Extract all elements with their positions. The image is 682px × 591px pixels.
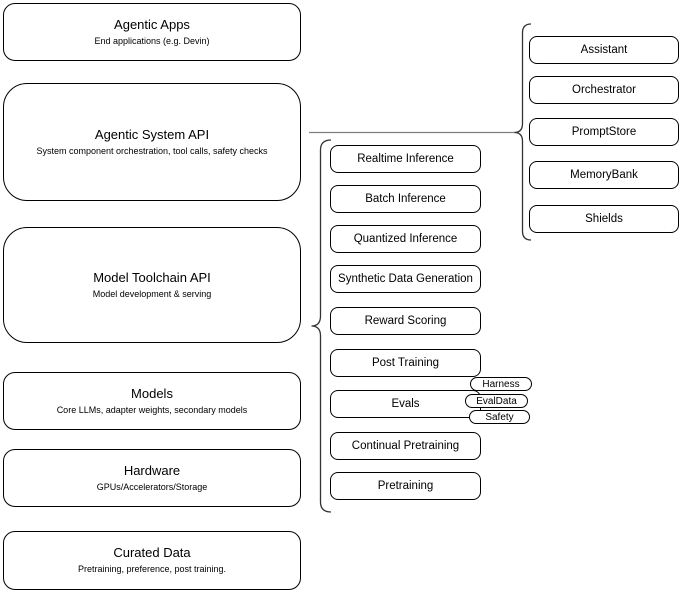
- box-agentic-apps-title: Agentic Apps: [114, 16, 190, 32]
- toolchain-item-realtime-inference: Realtime Inference: [330, 145, 481, 173]
- toolchain-item-label: Batch Inference: [365, 193, 446, 205]
- box-agentic-apps-subtitle: End applications (e.g. Devin): [94, 35, 210, 46]
- toolchain-item-quantized-inference: Quantized Inference: [330, 225, 481, 253]
- eval-tag-safety: Safety: [469, 410, 530, 424]
- box-model-toolchain-api-title: Model Toolchain API: [93, 269, 211, 285]
- component-promptstore: PromptStore: [529, 118, 679, 146]
- component-label: PromptStore: [571, 126, 637, 138]
- eval-tag-evaldata: EvalData: [465, 394, 528, 408]
- component-label: Assistant: [580, 44, 628, 56]
- box-model-toolchain-api-subtitle: Model development & serving: [92, 288, 212, 299]
- box-models-title: Models: [131, 385, 173, 401]
- component-orchestrator: Orchestrator: [529, 76, 679, 104]
- toolchain-item-label: Quantized Inference: [353, 233, 458, 245]
- toolchain-item-label: Synthetic Data Generation: [338, 273, 473, 285]
- toolchain-item-continual-pretraining: Continual Pretraining: [330, 432, 481, 460]
- box-models-subtitle: Core LLMs, adapter weights, secondary mo…: [56, 404, 248, 415]
- toolchain-item-label: Continual Pretraining: [351, 440, 460, 452]
- toolchain-item-synthetic-data-generation: Synthetic Data Generation: [330, 265, 481, 293]
- toolchain-item-label: Evals: [391, 398, 420, 410]
- box-model-toolchain-api: Model Toolchain API Model development & …: [3, 227, 301, 343]
- eval-tag-harness: Harness: [470, 377, 532, 391]
- toolchain-item-post-training: Post Training: [330, 349, 481, 377]
- box-curated-data-title: Curated Data: [113, 545, 191, 561]
- eval-tag-label: Safety: [485, 411, 514, 423]
- toolchain-item-pretraining: Pretraining: [330, 472, 481, 500]
- component-assistant: Assistant: [529, 36, 679, 64]
- component-label: Orchestrator: [572, 84, 636, 96]
- box-hardware-subtitle: GPUs/Accelerators/Storage: [96, 481, 208, 492]
- toolchain-brace: [311, 139, 332, 513]
- box-agentic-apps: Agentic Apps End applications (e.g. Devi…: [3, 3, 301, 61]
- toolchain-item-label: Pretraining: [377, 480, 434, 492]
- toolchain-item-evals: Evals: [330, 390, 481, 418]
- eval-tag-label: Harness: [482, 378, 520, 390]
- box-hardware: Hardware GPUs/Accelerators/Storage: [3, 449, 301, 507]
- box-curated-data-subtitle: Pretraining, preference, post training.: [77, 564, 227, 575]
- box-agentic-system-api-title: Agentic System API: [94, 126, 210, 142]
- box-agentic-system-api: Agentic System API System component orch…: [3, 83, 301, 201]
- toolchain-item-label: Post Training: [371, 357, 440, 369]
- component-memorybank: MemoryBank: [529, 161, 679, 189]
- eval-tag-label: EvalData: [476, 395, 517, 407]
- component-shields: Shields: [529, 205, 679, 233]
- toolchain-item-batch-inference: Batch Inference: [330, 185, 481, 213]
- component-label: Shields: [585, 213, 623, 225]
- toolchain-item-reward-scoring: Reward Scoring: [330, 307, 481, 335]
- box-agentic-system-api-subtitle: System component orchestration, tool cal…: [36, 145, 268, 156]
- box-hardware-title: Hardware: [123, 462, 181, 478]
- toolchain-item-label: Realtime Inference: [357, 153, 454, 165]
- toolchain-item-label: Reward Scoring: [364, 315, 447, 327]
- box-curated-data: Curated Data Pretraining, preference, po…: [3, 531, 301, 590]
- component-label: MemoryBank: [570, 169, 638, 181]
- box-models: Models Core LLMs, adapter weights, secon…: [3, 372, 301, 430]
